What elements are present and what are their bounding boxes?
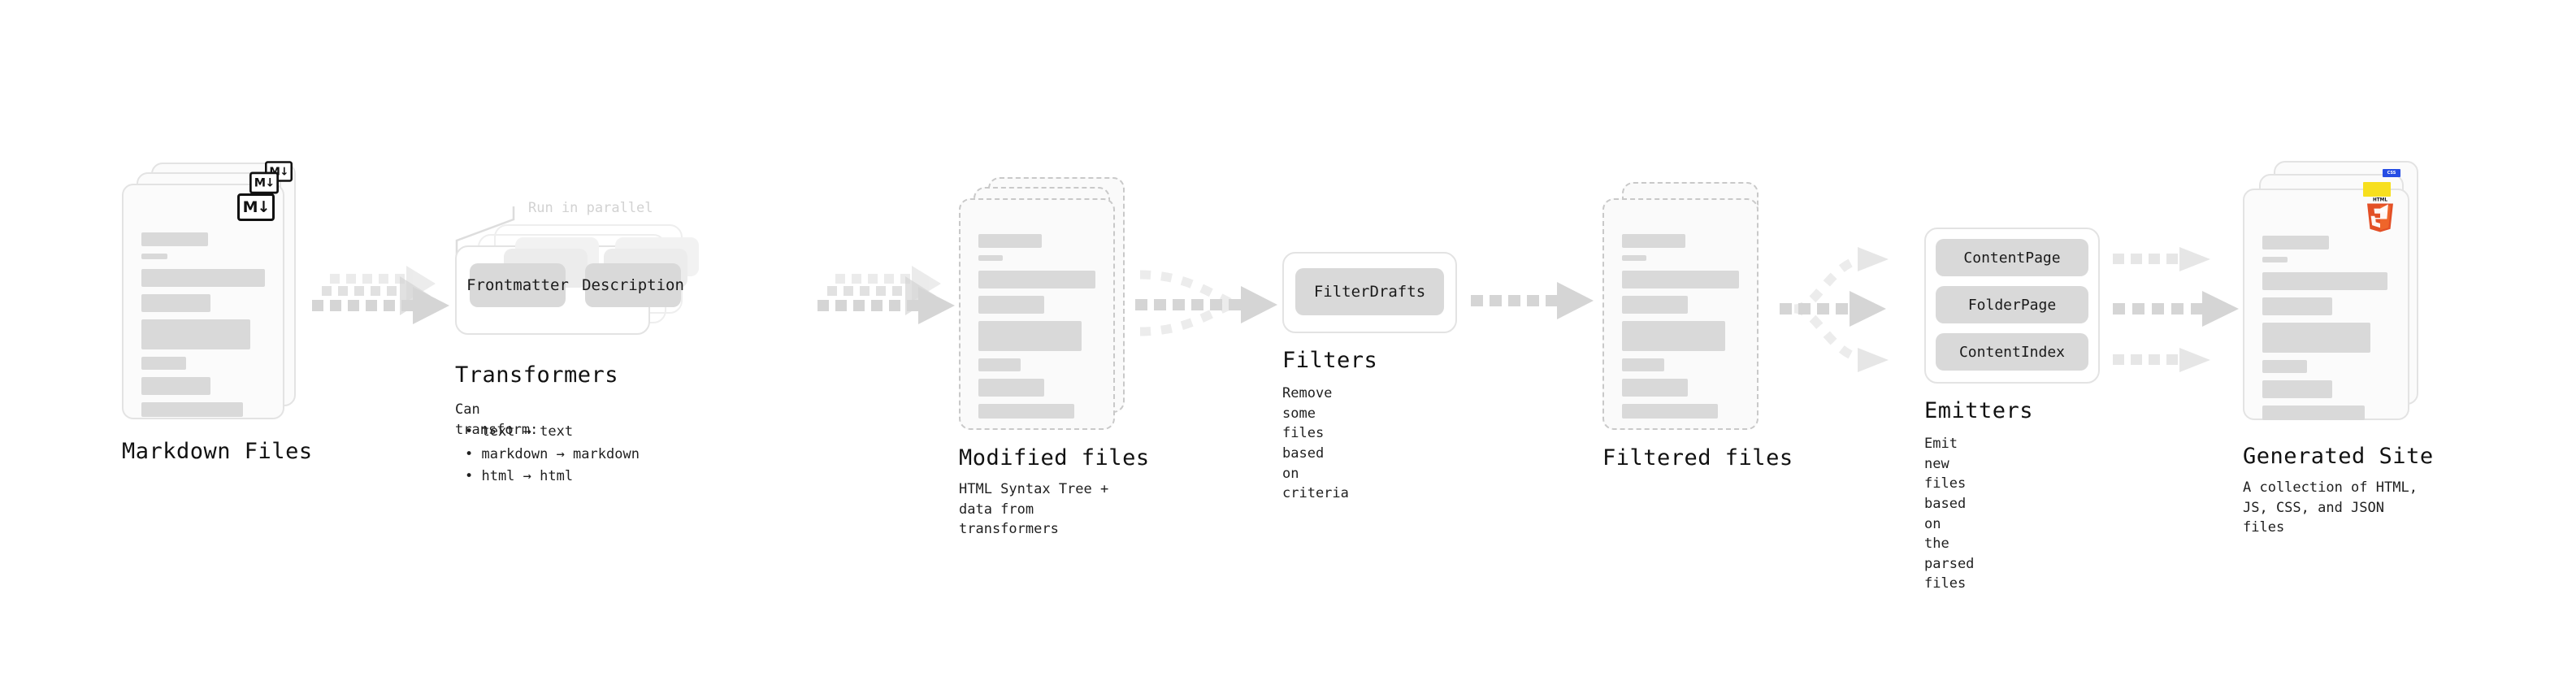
stage-title-transformers: Transformers xyxy=(455,362,619,388)
conn-filters-to-filtered xyxy=(1471,280,1609,329)
markdown-badge-front: M↓ xyxy=(237,193,275,221)
javascript-badge xyxy=(2363,182,2391,197)
chip-folderpage-label: FolderPage xyxy=(1967,296,2057,314)
stage-title-filtered: Filtered files xyxy=(1602,445,1793,471)
filtered-placeholder-bars xyxy=(1622,234,1739,426)
transformer-bullet-2: • html → html xyxy=(465,468,574,485)
markdown-placeholder-bars xyxy=(141,232,265,424)
stage-subtitle-filters: Remove some files based on criteria xyxy=(1282,385,1349,502)
markdown-doc-front xyxy=(122,184,284,419)
stage-title-site: Generated Site xyxy=(2243,444,2434,469)
chip-description[interactable]: Description xyxy=(582,263,684,307)
stage-filtered-files: Filtered files xyxy=(1602,177,1793,471)
markdown-doc-stack: M↓ M↓ M↓ xyxy=(122,161,297,427)
html5-badge: HTML xyxy=(2365,197,2396,234)
conn-emitters-to-site xyxy=(2113,234,2259,380)
modified-placeholder-bars xyxy=(978,234,1095,426)
markdown-badge-mid: M↓ xyxy=(249,171,279,194)
stage-title-markdown: Markdown Files xyxy=(122,439,313,464)
site-doc-stack: CSS HTML xyxy=(2243,161,2430,429)
svg-text:HTML: HTML xyxy=(2373,198,2387,203)
chip-contentindex-label: ContentIndex xyxy=(1958,343,2066,361)
site-placeholder-bars xyxy=(2262,236,2390,427)
transformer-bullet-0: • text → text xyxy=(465,423,574,440)
chip-description-label: Description xyxy=(582,276,684,294)
stage-title-filters: Filters xyxy=(1282,348,1378,373)
chip-folderpage[interactable]: FolderPage xyxy=(1936,286,2088,323)
transformer-bullets: • text → text • markdown → markdown • ht… xyxy=(465,421,640,488)
filtered-doc-stack xyxy=(1602,177,1777,445)
conn-filtered-to-emitters xyxy=(1780,234,1934,380)
stage-title-modified: Modified files xyxy=(959,445,1150,471)
conn-modified-to-filters xyxy=(1134,260,1288,349)
chip-filterdrafts[interactable]: FilterDrafts xyxy=(1295,268,1444,315)
stage-subtitle-modified: HTML Syntax Tree + data from transformer… xyxy=(959,481,1109,538)
chip-contentpage[interactable]: ContentPage xyxy=(1936,239,2088,276)
stage-generated-site: CSS HTML Generated Site A collection of … xyxy=(2243,161,2433,536)
stage-subtitle-emitters: Emit new files based on the parsed files xyxy=(1924,436,1975,592)
chip-contentindex[interactable]: ContentIndex xyxy=(1936,333,2088,371)
css3-badge: CSS xyxy=(2383,169,2400,177)
modified-doc-front xyxy=(959,198,1115,430)
modified-doc-stack xyxy=(959,177,1134,445)
css3-badge-label: CSS xyxy=(2387,171,2396,176)
chip-filterdrafts-label: FilterDrafts xyxy=(1313,283,1426,301)
stage-modified-files: Modified files HTML Syntax Tree + data f… xyxy=(959,177,1149,537)
conn-markdown-to-transformers xyxy=(307,264,462,345)
chip-contentpage-label: ContentPage xyxy=(1963,249,2061,267)
conn-transformers-to-modified xyxy=(813,264,967,345)
stage-title-emitters: Emitters xyxy=(1924,398,2034,423)
transformer-bullet-1: • markdown → markdown xyxy=(465,445,640,462)
stage-markdown-files: M↓ M↓ M↓ Markdown Files xyxy=(122,161,312,464)
filtered-doc-front xyxy=(1602,198,1759,430)
run-in-parallel-note: Run in parallel xyxy=(528,200,653,216)
stage-subtitle-transformers: Can transform: xyxy=(455,401,539,438)
chip-frontmatter-label: Frontmatter xyxy=(466,276,569,294)
stage-subtitle-site: A collection of HTML, JS, CSS, and JSON … xyxy=(2243,479,2418,536)
chip-frontmatter[interactable]: Frontmatter xyxy=(466,263,569,307)
